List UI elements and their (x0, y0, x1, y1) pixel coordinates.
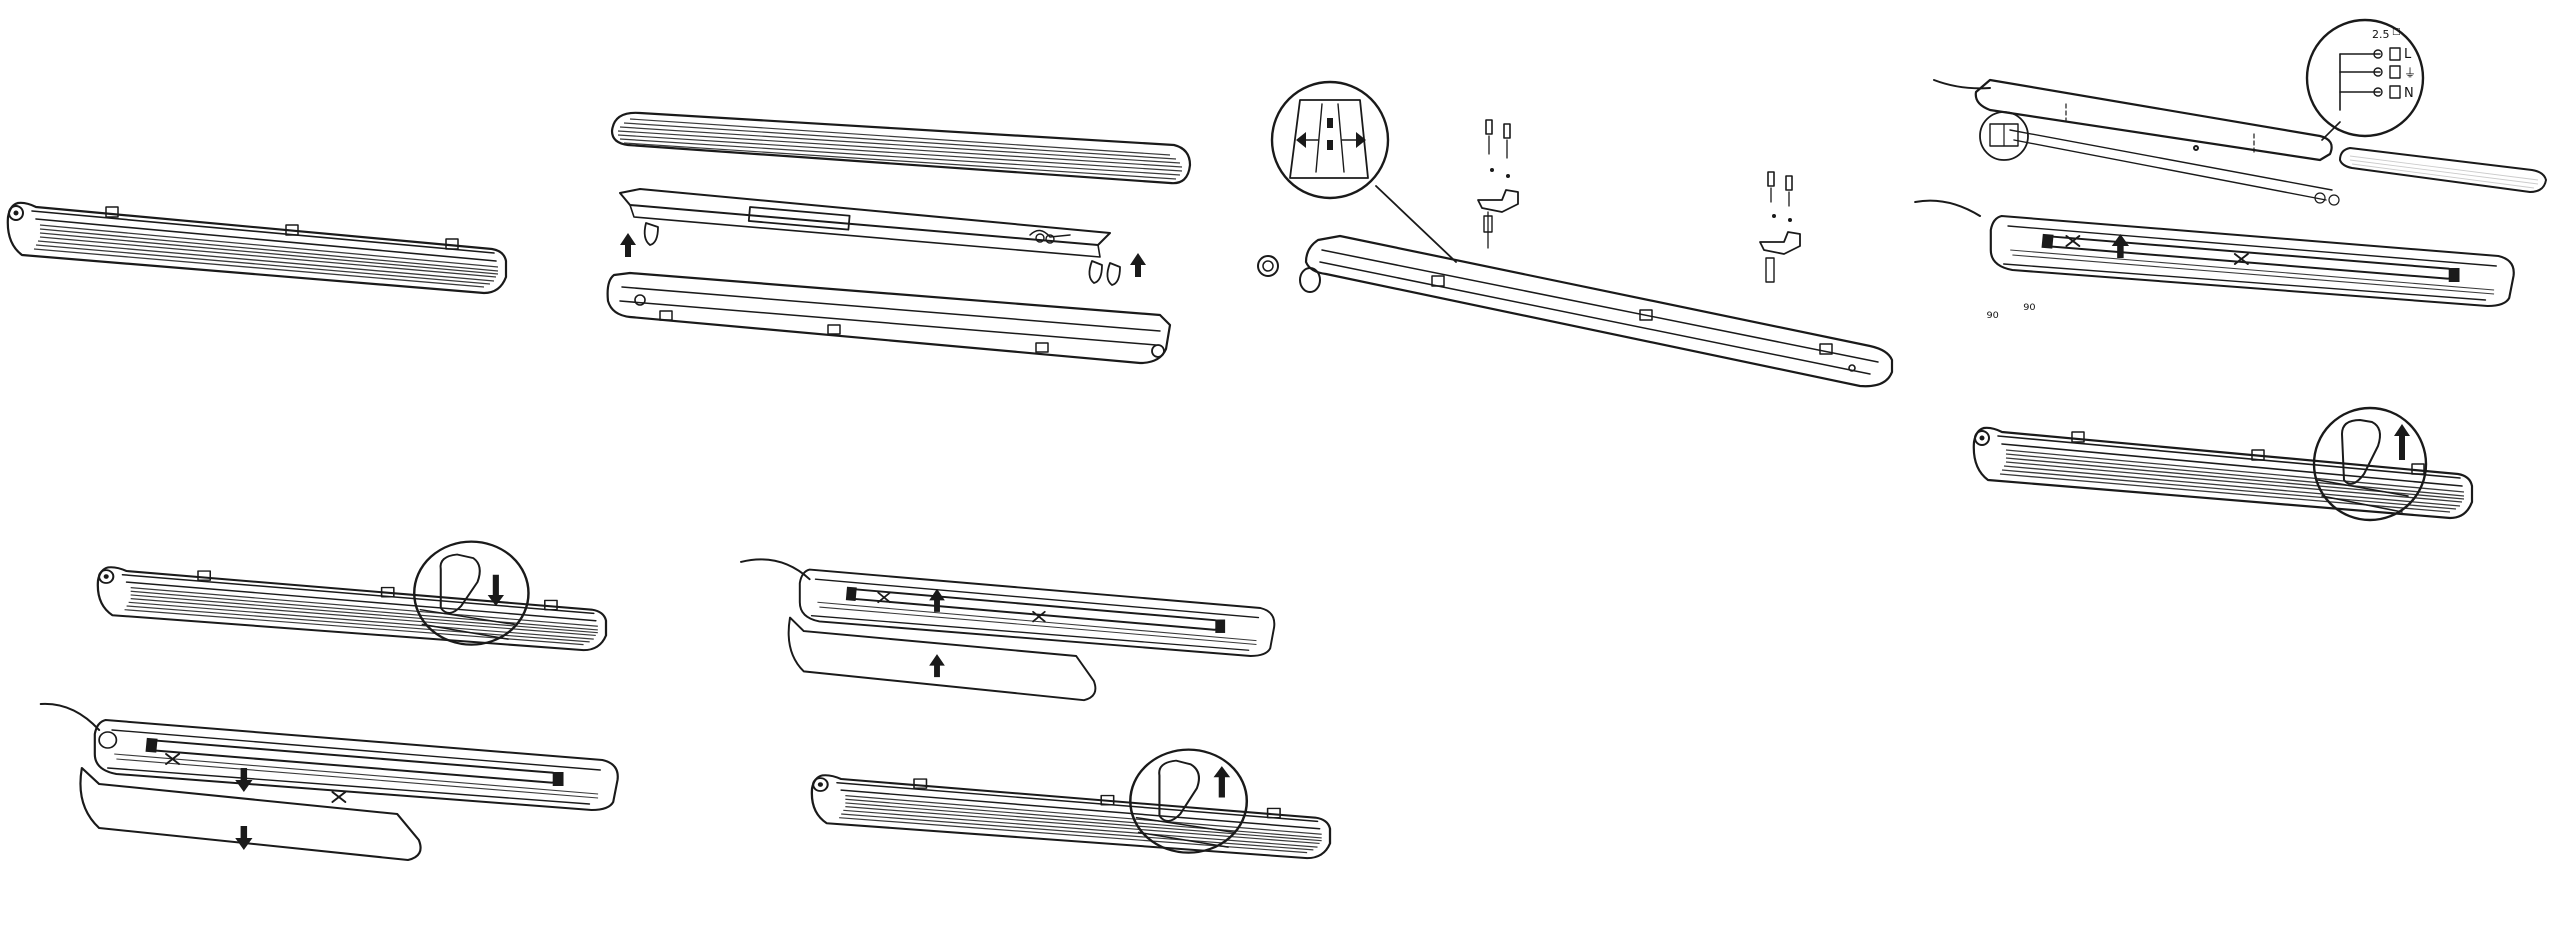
cross-mark-icon (331, 791, 347, 803)
cable-gland-icon (1257, 255, 1321, 293)
up-arrow-icon (2394, 424, 2410, 460)
wire-section-label: 2.5 (2372, 28, 2390, 41)
left-arrow-icon (1296, 132, 1306, 148)
screw-icon (1759, 171, 1801, 283)
down-arrow-icon (235, 768, 253, 792)
step-ceiling-mounting (1257, 80, 1894, 388)
terminal-zoom: 2.5 □ L ⏚ N (2305, 18, 2425, 141)
cross-mark-icon (2065, 235, 2081, 247)
housing-base (606, 271, 1172, 365)
fixture-mounted (1304, 234, 1894, 388)
terminal-live-label: L (2404, 47, 2412, 62)
clip-icon (643, 222, 659, 246)
ballast-box (747, 206, 851, 231)
clip-zoom (1129, 748, 1249, 854)
fixture-wiring (1933, 78, 2340, 206)
magnifier-icon (1270, 80, 1457, 263)
diffuser-cover (610, 111, 1192, 185)
step-wiring-and-tube-install: 2.5 □ L ⏚ N (1914, 18, 2547, 522)
fixture-clip-close (1972, 406, 2474, 522)
terminal-block-zoom (1979, 111, 2029, 161)
up-arrow-icon (620, 233, 636, 257)
step-exploded-view (606, 111, 1192, 365)
rotation-angle-label-2: 90 (2023, 302, 2035, 313)
rotation-angle-label: 90 (1986, 310, 1998, 321)
up-arrow-icon (1130, 253, 1146, 277)
down-arrow-icon (487, 574, 504, 606)
step-fixture-closed (6, 201, 508, 295)
clip-zoom (413, 540, 530, 646)
cross-mark-icon (877, 591, 891, 604)
up-arrow-icon (1213, 766, 1231, 798)
screw-icon (1477, 119, 1519, 249)
diffuser-small (2339, 147, 2547, 193)
up-arrow-icon (929, 654, 945, 678)
up-arrow-icon (929, 588, 945, 612)
fixture-tube-install-2 (740, 558, 1276, 702)
down-arrow-icon (235, 826, 253, 850)
step-insert-tube-close-clips (740, 558, 1332, 860)
right-arrow-icon (1356, 132, 1366, 148)
fixture-tube-remove (39, 702, 619, 861)
gear-tray (619, 188, 1146, 286)
step-open-clips (39, 540, 619, 861)
fixture-clip-close-2 (810, 748, 1332, 860)
terminal-earth-label: ⏚ (2404, 66, 2416, 80)
up-arrow-icon (2111, 234, 2130, 258)
terminal-neutral-label: N (2404, 86, 2414, 101)
fixture-tube-insert: 90 90 (1914, 199, 2515, 321)
cross-mark-icon (2233, 253, 2249, 265)
wire-section-unit: □ (2392, 27, 2401, 37)
clip-zoom (2312, 406, 2428, 522)
cross-mark-icon (1032, 610, 1046, 623)
cross-mark-icon (165, 753, 181, 765)
